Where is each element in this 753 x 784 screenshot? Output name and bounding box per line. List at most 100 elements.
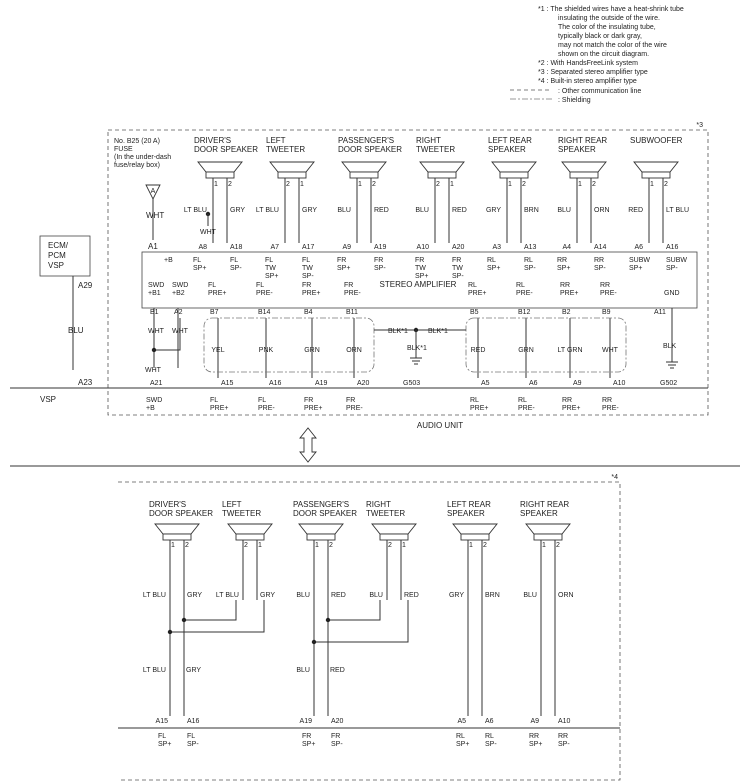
amp-pin: A13 [524, 244, 537, 251]
speaker-pin: 2 [592, 181, 596, 188]
audio-pre-label: RL [518, 397, 527, 404]
swd-label: SWD [148, 282, 164, 289]
gnd-pin: A11 [654, 309, 666, 316]
pre-pin: B5 [470, 309, 479, 316]
right-join-dot [311, 639, 317, 645]
audio-unit-title: AUDIO UNIT [417, 421, 463, 430]
amp-pin: A9 [342, 244, 351, 251]
amp-terminal-label: SP- [374, 265, 386, 272]
amp-terminal-label: TW [415, 265, 426, 272]
shield-blk-label: BLK*1 [388, 328, 408, 335]
amp-pin: A19 [374, 244, 387, 251]
top-speaker-label: RIGHT [416, 136, 441, 145]
bottom-pin-label: FL [187, 733, 195, 740]
audio-pre-label: FR [304, 397, 313, 404]
amp-pin: A16 [666, 244, 679, 251]
gnd-wire-label: BLK [663, 343, 677, 350]
pre-wire-label: PNK [259, 347, 274, 354]
speaker-wire-label: GRY [187, 592, 202, 599]
bottom-pin: A16 [187, 718, 200, 725]
amp-terminal-label: RR [594, 257, 604, 264]
bottom-speaker-label: DRIVER'S [149, 500, 186, 509]
speaker-wire-label: LT BLU [143, 592, 166, 599]
top-speaker-label: DOOR SPEAKER [338, 145, 402, 154]
top-speaker-4-connector [499, 171, 529, 179]
top-speaker-label: DRIVER'S [194, 136, 231, 145]
speaker-pin: 1 [402, 542, 406, 549]
top-speaker-4-icon [491, 161, 537, 173]
speaker-pin: 2 [522, 181, 526, 188]
audio-pre-label: PRE+ [210, 405, 228, 412]
bottom-speaker-label: LEFT [222, 500, 242, 509]
speaker-pin: 2 [228, 181, 232, 188]
amp-terminal-label: SP- [452, 273, 464, 280]
pre-label: RL [516, 282, 525, 289]
speaker-pin: 2 [436, 181, 440, 188]
audio-vsp-label: VSP [40, 395, 56, 404]
audio-pre-label: RL [470, 397, 479, 404]
bottom-speaker-1-icon [227, 523, 273, 535]
amp-terminal-label: SP- [524, 265, 536, 272]
bottom-speaker-label: PASSENGER'S [293, 500, 349, 509]
audio-swd-label: +B [146, 405, 155, 412]
bottom-pin: A20 [331, 718, 344, 725]
alternative-arrow-icon [299, 427, 317, 463]
amp-terminal-label: RL [524, 257, 533, 264]
left-join-dot [167, 629, 173, 635]
top-speaker-1-icon [269, 161, 315, 173]
pre-pin: B2 [562, 309, 571, 316]
speaker-pin: 1 [508, 181, 512, 188]
bottom-pin-label: SP+ [456, 741, 469, 748]
pre-label: RR [600, 282, 610, 289]
speaker-pin: 1 [542, 542, 546, 549]
amp-terminal-label: SP+ [629, 265, 642, 272]
speaker-pin: 1 [300, 181, 304, 188]
fuse-label: fuse/relay box) [114, 162, 160, 169]
audio-pre-pin: A9 [573, 380, 582, 387]
pre-label: PRE+ [208, 290, 226, 297]
amp-terminal-label: RL [487, 257, 496, 264]
stereo-amplifier-title: STEREO AMPLIFIER [380, 280, 457, 289]
top-speaker-2-connector [349, 171, 379, 179]
audio-pre-pin: A16 [269, 380, 282, 387]
amp-terminal-label: TW [452, 265, 463, 272]
bottom-pin-label: SP- [331, 741, 343, 748]
pre-pin: B9 [602, 309, 611, 316]
amp-terminal-label: FL [230, 257, 238, 264]
audio-pre-pin: A19 [315, 380, 328, 387]
amp-terminal-label: TW [265, 265, 276, 272]
amp-terminal-label: SP+ [557, 265, 570, 272]
amp-terminal-label: SP- [302, 273, 314, 280]
bottom-speaker-2-icon [298, 523, 344, 535]
note-star1-line: shown on the circuit diagram. [558, 51, 649, 58]
bottom-speaker-2-connector [306, 533, 336, 541]
note-star1-line: *1 : The shielded wires have a heat-shri… [538, 6, 684, 13]
speaker-pin: 2 [372, 181, 376, 188]
swd-splice-dot [151, 347, 157, 353]
speaker-wire-label: GRY [302, 207, 317, 214]
ecm-label: PCM [48, 251, 66, 260]
amp-terminal-label: FR [374, 257, 383, 264]
left-tweeter-join-plus [184, 600, 237, 621]
pre-label: PRE- [344, 290, 361, 297]
swd-wire-label: WHT [145, 367, 162, 374]
top-speaker-label: DOOR SPEAKER [194, 145, 258, 154]
speaker-wire-label: LT BLU [666, 207, 689, 214]
pre-pin: B11 [346, 309, 358, 316]
audio-pre-label: FR [346, 397, 355, 404]
audio-pre-label: PRE- [258, 405, 275, 412]
speaker-wire-label: LT BLU [216, 592, 239, 599]
note-star1-line: The color of the insulating tube, [558, 24, 656, 31]
speaker-pin: 1 [650, 181, 654, 188]
hfl-wire-label: WHT [200, 229, 217, 236]
ecm-pcm-box [39, 235, 91, 277]
audio-pre-label: FL [210, 397, 218, 404]
ecm-pin-a29: A29 [78, 281, 93, 290]
joined-wire-label: GRY [186, 667, 201, 674]
audio-pre-label: PRE- [518, 405, 535, 412]
amp-pin: A10 [417, 244, 430, 251]
pre-wire-label: YEL [211, 347, 224, 354]
legend-shielding-label: : Shielding [558, 97, 591, 104]
speaker-pin: 2 [185, 542, 189, 549]
